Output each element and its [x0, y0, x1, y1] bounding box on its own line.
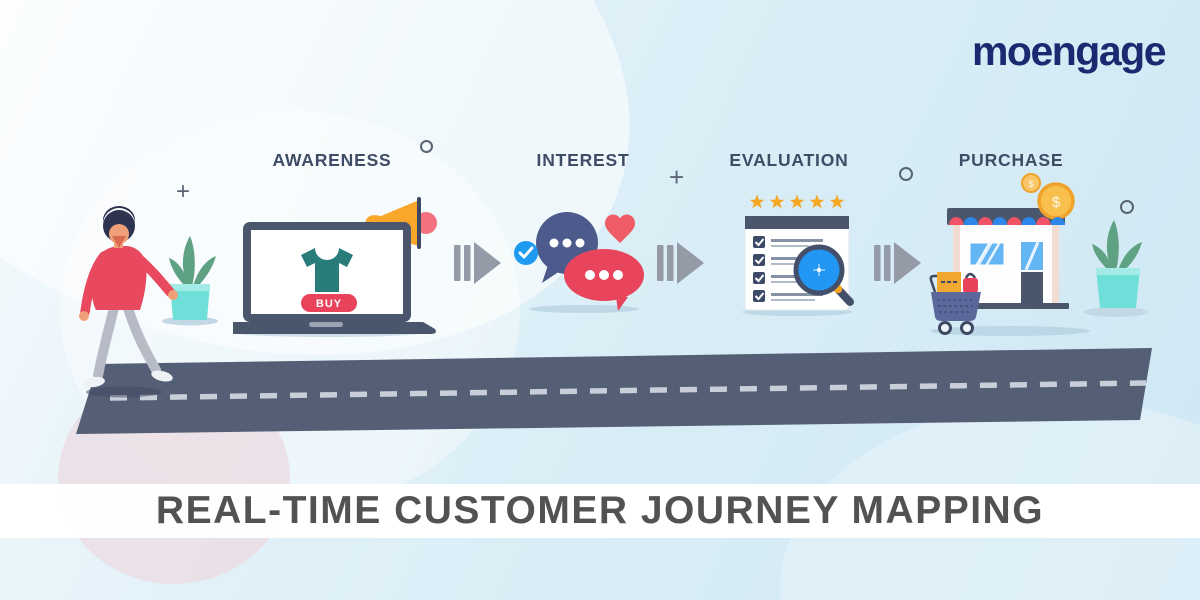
store-door — [1017, 238, 1047, 305]
road-dashed-line — [109, 380, 1147, 401]
banner-title: REAL-TIME CUSTOMER JOURNEY MAPPING — [155, 489, 1045, 532]
checklist-header — [745, 216, 849, 229]
plus-decoration: + — [669, 162, 685, 192]
shopping-cart-icon — [929, 272, 981, 335]
tshirt-icon — [301, 248, 353, 292]
arrow-right-icon — [874, 242, 921, 284]
stage-label-interest: INTEREST — [536, 150, 630, 170]
title-band: REAL-TIME CUSTOMER JOURNEY MAPPING — [0, 484, 1200, 538]
svg-text:$: $ — [1028, 179, 1033, 189]
plant-icon — [1084, 220, 1148, 317]
coin-icon-small — [1021, 173, 1041, 193]
stage-label-evaluation: EVALUATION — [729, 150, 849, 170]
storefront-cart-coins-icon: $ $ — [929, 173, 1090, 336]
heart-icon — [605, 214, 635, 243]
stage-label-purchase: PURCHASE — [958, 150, 1064, 170]
svg-text:$: $ — [1052, 194, 1061, 211]
laptop-buy-megaphone-icon: BUY — [233, 197, 437, 337]
arrow-right-icon — [454, 242, 501, 284]
buy-button-label: BUY — [316, 298, 342, 310]
walking-person-illustration — [79, 206, 178, 398]
shopping-bag — [963, 278, 978, 293]
circle-decoration — [899, 167, 913, 181]
moengage-logo: moengage — [971, 28, 1167, 74]
arrow-right-icon — [657, 242, 704, 284]
road-illustration — [76, 348, 1152, 434]
store-window — [967, 240, 1007, 268]
stage-label-awareness: AWARENESS — [272, 150, 392, 170]
buy-button — [301, 294, 357, 312]
magnifier-icon — [793, 244, 854, 306]
chat-bubbles-heart-icon — [514, 212, 644, 313]
store-awning — [949, 217, 1065, 225]
five-star-rating-icon — [749, 194, 845, 209]
circle-decoration — [420, 140, 433, 153]
checklist-stars-magnifier-icon — [742, 194, 854, 316]
plus-decoration: + — [176, 178, 191, 205]
plant-icon — [162, 236, 218, 326]
laptop-base — [233, 322, 436, 334]
circle-decoration — [1120, 200, 1134, 214]
